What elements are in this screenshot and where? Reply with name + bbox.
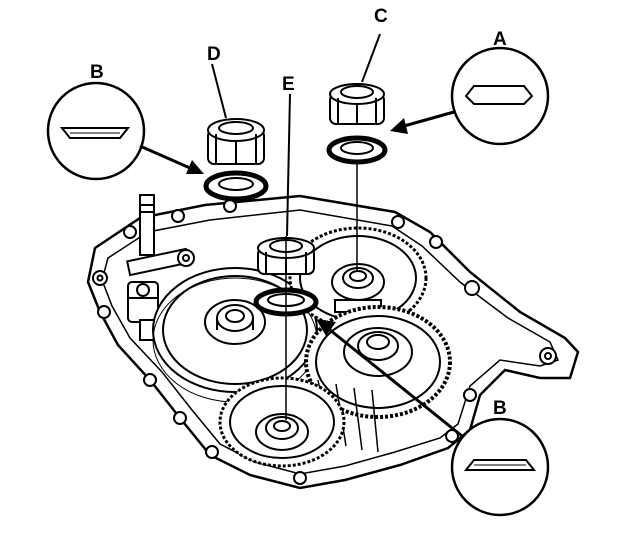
housing-bolt-holes xyxy=(92,199,557,485)
washer-c xyxy=(326,135,388,165)
leader-d xyxy=(211,63,227,119)
leader-lines xyxy=(211,33,381,237)
callout-label-b-lower: B xyxy=(493,398,507,419)
final-drive-gear xyxy=(304,305,452,453)
bottom-gear xyxy=(218,376,346,468)
locknut-c xyxy=(329,83,385,125)
callout-label-e: E xyxy=(282,74,295,95)
callout-label-c: C xyxy=(374,6,388,27)
washer-d xyxy=(203,170,269,202)
detail-circle-b-upper xyxy=(46,81,204,181)
callout-label-b-upper: B xyxy=(90,62,104,83)
detail-circle-a xyxy=(390,46,550,146)
leader-e xyxy=(286,93,291,237)
countershaft-gear xyxy=(288,226,428,330)
transmission-housing xyxy=(86,194,580,490)
callout-label-a: A xyxy=(493,29,507,50)
shift-mechanism xyxy=(126,194,195,341)
leader-c xyxy=(361,33,381,83)
callout-label-d: D xyxy=(207,44,221,65)
locknut-d xyxy=(207,118,265,165)
detail-circle-b-lower xyxy=(316,319,550,517)
